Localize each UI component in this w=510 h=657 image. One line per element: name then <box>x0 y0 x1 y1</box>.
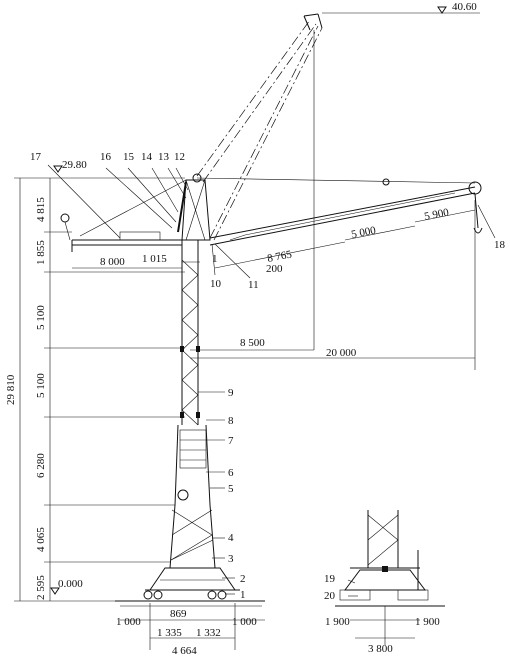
dim-side-total: 3 800 <box>368 643 393 655</box>
elevation-ground-label: 0.000 <box>58 578 83 590</box>
callout-9: 9 <box>228 387 234 399</box>
vertical-dim-chain <box>14 177 185 602</box>
dim-height-5: 6 280 <box>35 453 47 478</box>
callout-13: 13 <box>158 151 170 163</box>
callout-18: 18 <box>494 239 506 251</box>
callout-5: 5 <box>228 483 234 495</box>
main-jib <box>196 177 483 246</box>
dim-total-height: 29 810 <box>5 374 17 405</box>
dim-height-4: 5 100 <box>35 373 47 398</box>
counter-jib <box>60 179 187 252</box>
dim-jib-seg3: 5 900 <box>423 206 450 223</box>
elevation-top-label: 40.60 <box>452 1 477 13</box>
dim-offset: 1 015 <box>142 253 167 265</box>
callout-8: 8 <box>228 415 234 427</box>
dim-height-2: 1 855 <box>35 240 47 265</box>
dim-side-b: 1 900 <box>415 616 440 628</box>
callout-16: 16 <box>100 151 112 163</box>
dim-reach-max: 20 000 <box>326 347 357 359</box>
callout-7: 7 <box>228 435 234 447</box>
dim-base-c: 1 335 <box>157 627 182 639</box>
dim-base-total: 4 664 <box>172 645 197 657</box>
dim-jib-seg1: 8 765 <box>266 248 293 265</box>
callout-11: 11 <box>248 279 259 291</box>
dim-height-1: 4 815 <box>35 197 47 222</box>
dim-height-7: 2 595 <box>35 575 47 600</box>
raised-jib <box>196 13 323 350</box>
callout-17: 17 <box>30 151 42 163</box>
callout-1: 1 <box>240 589 246 601</box>
callout-14: 14 <box>141 151 153 163</box>
elevation-jib-label: 29.80 <box>62 159 87 171</box>
dim-jib-small: 200 <box>266 263 283 275</box>
ground-line <box>115 600 445 607</box>
crane-head <box>177 173 211 241</box>
elevation-marker-ground: 0.000 <box>50 578 83 595</box>
callout-leaders <box>47 164 496 597</box>
callout-10: 10 <box>210 278 222 290</box>
dim-base-a: 1 000 <box>116 616 141 628</box>
dim-side-a: 1 900 <box>325 616 350 628</box>
dim-height-3: 5 100 <box>35 305 47 330</box>
callout-2: 2 <box>240 573 246 585</box>
tower-mast <box>143 240 240 600</box>
horizontal-dim-lines <box>72 200 476 650</box>
callout-6: 6 <box>228 467 234 479</box>
dim-jib-seg2: 5 000 <box>350 224 377 241</box>
callout-3: 3 <box>228 553 234 565</box>
dim-base-d: 1 332 <box>196 627 221 639</box>
callout-19: 19 <box>324 573 336 585</box>
dim-reach-min: 8 500 <box>240 337 265 349</box>
dim-height-6: 4 065 <box>35 527 47 552</box>
callout-12: 12 <box>174 151 185 163</box>
dim-base-e: 1 000 <box>232 616 257 628</box>
callout-1-jib: 1 <box>212 253 218 265</box>
dim-counter-jib: 8 000 <box>100 256 125 268</box>
dim-base-b: 869 <box>170 608 187 620</box>
callout-15: 15 <box>123 151 135 163</box>
elevation-marker-jib: 29.80 <box>53 159 87 173</box>
elevation-marker-top: 40.60 <box>322 1 480 14</box>
side-view <box>339 510 429 601</box>
callout-20: 20 <box>324 590 336 602</box>
callout-4: 4 <box>228 532 234 544</box>
